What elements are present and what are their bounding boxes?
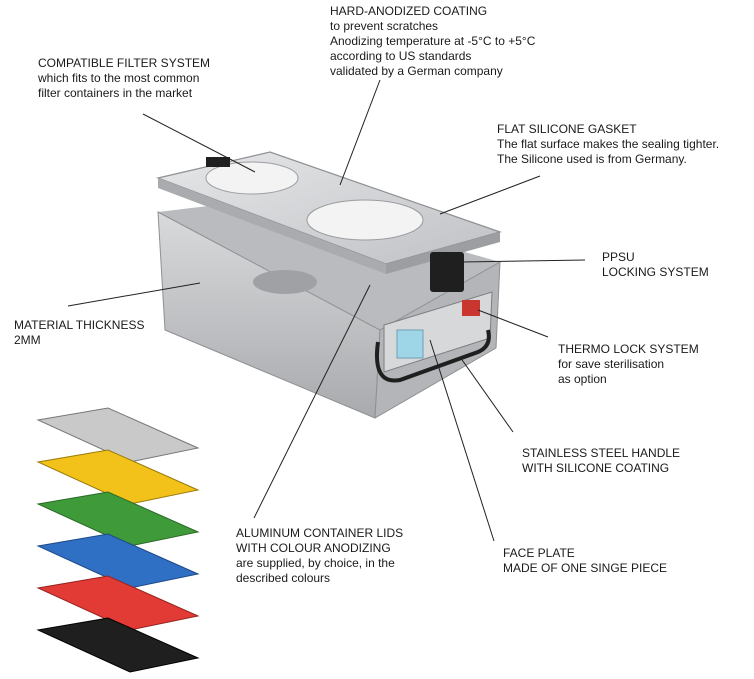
callout-title: MATERIAL THICKNESS <box>14 318 145 332</box>
callout-text: to prevent scratches <box>330 19 439 33</box>
callout-text: The Silicone used is from Germany. <box>497 152 687 166</box>
lid <box>155 151 503 292</box>
callout-text: according to US standards <box>330 49 472 63</box>
callout-title: ALUMINUM CONTAINER LIDS <box>236 526 404 540</box>
face-plate <box>383 291 493 373</box>
callout-lids: ALUMINUM CONTAINER LIDS WITH COLOUR ANOD… <box>236 526 403 586</box>
callout-text: WITH COLOUR ANODIZING <box>236 541 391 555</box>
callout-text: The flat surface makes the sealing tight… <box>497 137 720 151</box>
leader-lids <box>253 284 371 519</box>
callout-hard-anodized: HARD-ANODIZED COATING to prevent scratch… <box>330 4 535 79</box>
callout-text: WITH SILICONE COATING <box>522 461 670 475</box>
callout-text: filter containers in the market <box>38 86 193 100</box>
callout-text: MADE OF ONE SINGE PIECE <box>503 561 668 575</box>
callout-text: LOCKING SYSTEM <box>602 265 709 279</box>
callout-title: PPSU <box>602 250 635 264</box>
lid-black <box>36 617 200 673</box>
callout-title: FACE PLATE <box>503 546 575 560</box>
callout-text: described colours <box>236 571 331 585</box>
leader-gasket <box>439 175 541 215</box>
lid-clip <box>206 157 230 167</box>
callout-text: as option <box>558 372 607 386</box>
lid-blue <box>36 533 200 589</box>
ppsu-lock <box>430 252 464 292</box>
callout-text: Anodizing temperature at -5°C to +5°C <box>330 34 536 48</box>
callout-text: for save sterilisation <box>558 357 665 371</box>
lid-yellow <box>36 449 200 505</box>
callout-ppsu: PPSU LOCKING SYSTEM <box>602 250 709 280</box>
lid-red <box>36 575 200 631</box>
callout-face-plate: FACE PLATE MADE OF ONE SINGE PIECE <box>503 546 667 576</box>
callout-text: which fits to the most common <box>38 71 200 85</box>
callout-text: are supplied, by choice, in the <box>236 556 395 570</box>
callout-text: 2MM <box>14 333 41 347</box>
callout-title: FLAT SILICONE GASKET <box>497 122 637 136</box>
callout-handle: STAINLESS STEEL HANDLE WITH SILICONE COA… <box>522 446 680 476</box>
callout-filter-system: COMPATIBLE FILTER SYSTEM which fits to t… <box>38 56 210 101</box>
callout-title: COMPATIBLE FILTER SYSTEM <box>38 56 211 70</box>
callout-gasket: FLAT SILICONE GASKET The flat surface ma… <box>497 122 719 167</box>
leader-filter <box>142 113 256 173</box>
leader-thermo <box>477 309 549 338</box>
lid-stack <box>36 407 200 673</box>
callout-title: THERMO LOCK SYSTEM <box>558 342 699 356</box>
leader-handle <box>459 356 514 433</box>
label-card <box>396 329 424 359</box>
callout-thermo-lock: THERMO LOCK SYSTEM for save sterilisatio… <box>558 342 699 387</box>
callout-text: validated by a German company <box>330 64 503 78</box>
leader-faceplate <box>429 339 495 542</box>
handle <box>375 329 491 383</box>
lid-green <box>36 491 200 547</box>
callout-title: HARD-ANODIZED COATING <box>330 4 488 18</box>
thermo-lock-indicator <box>462 300 480 316</box>
callout-material-thickness: MATERIAL THICKNESS 2MM <box>14 318 144 348</box>
callout-title: STAINLESS STEEL HANDLE <box>522 446 681 460</box>
leader-lines <box>67 79 586 542</box>
leader-hard-anodized <box>339 79 381 186</box>
leader-material <box>67 282 201 307</box>
leader-ppsu <box>461 259 586 263</box>
lid-silver <box>36 407 200 463</box>
